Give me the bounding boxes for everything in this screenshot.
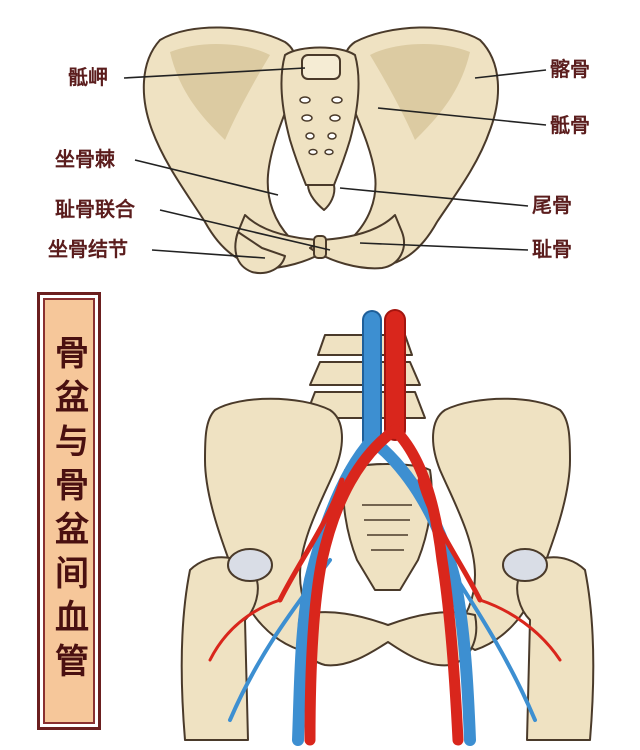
left-ilium-inner-shade [170, 44, 270, 141]
left-femur [180, 556, 259, 741]
left-ischium [234, 231, 286, 274]
sacral-promontory-plate [301, 54, 341, 80]
right-iliac-vein [366, 434, 476, 746]
leader-lines [123, 67, 547, 259]
right-femoral-branch [478, 598, 562, 662]
left-internal-iliac-artery [277, 477, 345, 603]
label-ilium: 髂骨 [550, 57, 590, 81]
page-title: 骨盆与骨盆间血管 [48, 335, 89, 687]
label-pubic-symphysis: 耻骨联合 [55, 197, 135, 221]
right-pubic-ramus [309, 214, 405, 270]
sacral-foramina [299, 96, 343, 156]
right-inner-vein [443, 558, 537, 722]
blood-vessels [208, 309, 562, 746]
sacrum-bone [280, 46, 360, 186]
right-femur [516, 556, 595, 741]
right-hip-joint [502, 548, 548, 582]
label-sacral-promontory: 骶岬 [68, 65, 108, 89]
label-ischial-tuberosity: 坐骨结节 [48, 237, 128, 261]
right-common-iliac-artery [389, 424, 464, 746]
right-internal-iliac-artery [417, 477, 483, 603]
left-common-iliac-artery [304, 424, 401, 746]
label-ischial-spine: 坐骨棘 [55, 147, 115, 171]
right-ilium-inner-shade [370, 44, 470, 141]
label-coccyx: 尾骨 [532, 193, 572, 217]
left-hip-joint [227, 548, 273, 582]
label-sacrum: 骶骨 [550, 113, 590, 137]
sacrum-ridges [362, 504, 412, 551]
left-femoral-branch [208, 598, 282, 662]
pelvis-bone-diagram [142, 26, 499, 274]
label-pubis: 耻骨 [532, 237, 572, 261]
coccyx-bone [307, 184, 336, 211]
title-panel: 骨盆与骨盆间血管 [43, 298, 95, 724]
